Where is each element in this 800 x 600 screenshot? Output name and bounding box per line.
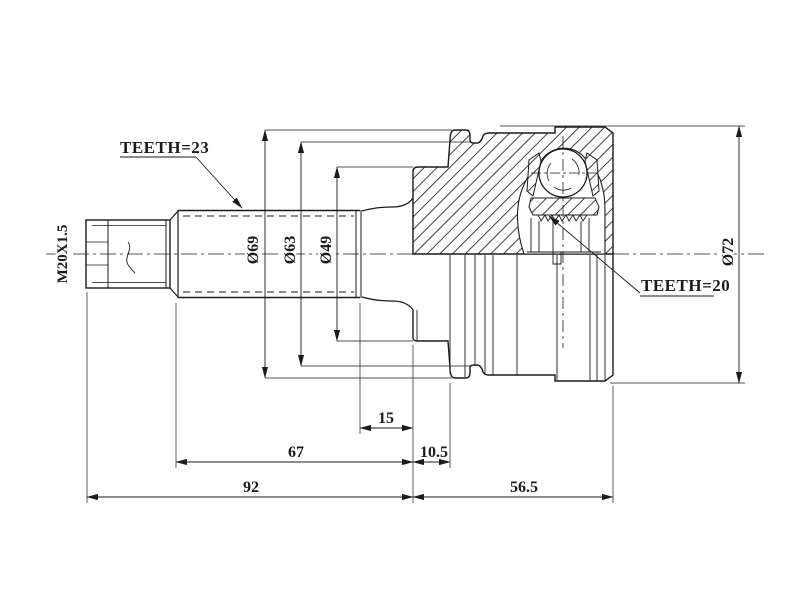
inner-race-section	[527, 197, 601, 265]
dia-69-label: Ø69	[245, 236, 262, 264]
thread-label: M20X1.5	[55, 225, 71, 284]
dia-72-label: Ø72	[720, 238, 737, 266]
centerline	[46, 136, 764, 348]
dimension-lines	[86, 125, 743, 501]
dim-10-5-text: 10.5	[420, 444, 448, 461]
teeth-inner-label: TEETH=20	[641, 276, 730, 295]
leader-lines	[120, 156, 714, 297]
dia-49-label: Ø49	[318, 236, 335, 264]
boot-groove-lines	[416, 255, 606, 381]
housing-external-lower	[412, 254, 614, 382]
teeth23-leader	[195, 156, 243, 209]
dim-92-text: 92	[243, 479, 259, 496]
ball-shading-arcs	[546, 158, 580, 191]
shaft-neck	[361, 197, 414, 311]
dim-67-text: 67	[288, 444, 304, 461]
outer-race-section	[412, 126, 614, 255]
teeth20-leader	[548, 215, 641, 294]
cage-section	[526, 152, 600, 197]
teeth-outer-label: TEETH=23	[120, 138, 209, 157]
extension-lines	[86, 125, 745, 503]
dia-63-label: Ø63	[282, 236, 299, 264]
dim-56-5-text: 56.5	[510, 479, 538, 496]
dim-15-text: 15	[378, 410, 394, 427]
